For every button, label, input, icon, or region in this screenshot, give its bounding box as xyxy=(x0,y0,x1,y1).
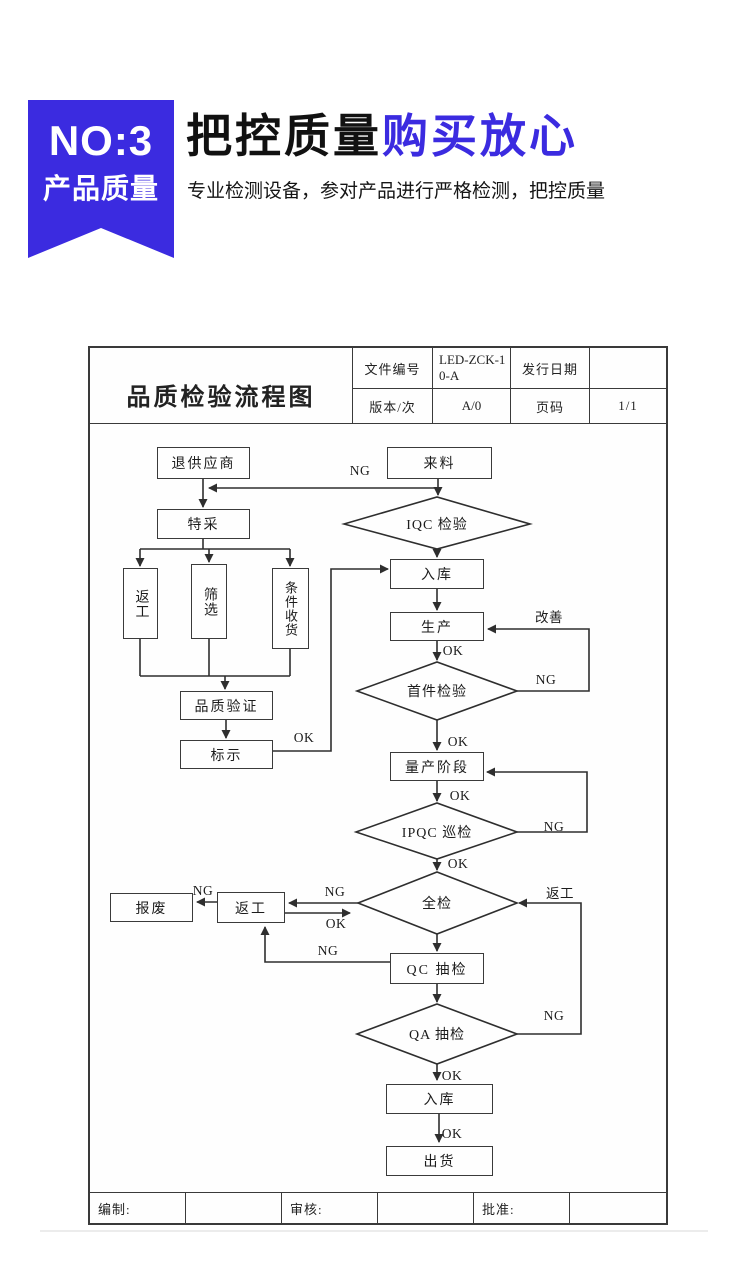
edge-label-ng-scrap: NG xyxy=(192,883,214,898)
node-rework-2: 返工 xyxy=(217,892,285,923)
qa-diamond-shape xyxy=(354,1003,520,1065)
document-title: 品质检验流程图 xyxy=(90,348,353,423)
edge-label-ok-production: OK xyxy=(442,643,464,658)
approved-value-cell xyxy=(570,1193,666,1223)
edge-label-ok-ipqc: OK xyxy=(447,856,469,871)
page-value-cell: 1/1 xyxy=(618,398,638,413)
edge-label-ng-qa: NG xyxy=(543,1008,565,1023)
version-label-cell: 版本/次 xyxy=(353,389,433,423)
flowchart-lines xyxy=(135,479,590,1143)
first-article-diamond-shape xyxy=(354,661,520,721)
issue-date-value-cell xyxy=(590,348,666,389)
label-first-article: 首件检验 xyxy=(407,685,467,700)
headline-accent: 购买放心 xyxy=(382,110,578,162)
label-ipqc: IPQC 巡检 xyxy=(401,826,473,841)
node-qc-sampling: QC 抽检 xyxy=(390,953,484,984)
edge-label-ng-first-article: NG xyxy=(535,672,557,687)
document-header-table: 品质检验流程图 文件编号 LED-ZCK-10-A 发行日期 版本/次 A/0 … xyxy=(90,348,666,424)
reviewed-label-cell: 审核: xyxy=(282,1193,378,1223)
banner-headline: 把控质量购买放心 xyxy=(186,110,578,163)
page-bottom-shadow xyxy=(40,1230,708,1232)
edge-label-ok-warehouse2: OK xyxy=(441,1126,463,1141)
node-mass-production: 量产阶段 xyxy=(390,752,484,781)
node-conditional-receipt: 条件收货 xyxy=(272,568,309,649)
node-warehouse-2: 入库 xyxy=(386,1084,493,1114)
ribbon-number: NO:3 xyxy=(48,117,154,164)
node-incoming: 来料 xyxy=(387,447,492,479)
prepared-value-cell xyxy=(186,1193,282,1223)
quality-flowchart-document: 品质检验流程图 文件编号 LED-ZCK-10-A 发行日期 版本/次 A/0 … xyxy=(88,346,668,1225)
prepared-label-cell: 编制: xyxy=(90,1193,186,1223)
edge-label-ok-marking: OK xyxy=(293,730,315,745)
node-screening: 筛选 xyxy=(191,564,227,639)
edge-marking-warehouse1 xyxy=(273,564,389,752)
edge-label-ok-full-left: OK xyxy=(325,916,347,931)
headline-black: 把控质量 xyxy=(186,110,382,162)
node-quality-verify: 品质验证 xyxy=(180,691,273,720)
issue-date-label-cell: 发行日期 xyxy=(511,348,590,389)
node-production: 生产 xyxy=(390,612,484,641)
edge-label-rework-loop: 返工 xyxy=(546,886,574,901)
ribbon-label: 产品质量 xyxy=(42,173,159,204)
label-full-inspection: 全检 xyxy=(422,897,452,912)
edge-ipqc-ng-loop xyxy=(486,767,588,833)
label-qa-sampling: QA 抽检 xyxy=(409,1028,465,1043)
edge-label-ng-qc: NG xyxy=(317,943,339,958)
node-rework-1: 返工 xyxy=(123,568,158,639)
node-marking: 标示 xyxy=(180,740,273,769)
page-label-cell: 页码 xyxy=(511,389,590,423)
connectors xyxy=(135,479,590,1143)
rank-ribbon-badge: NO:3 产品质量 xyxy=(28,100,174,258)
doc-no-label-cell: 文件编号 xyxy=(353,348,433,389)
label-iqc: IQC 检验 xyxy=(406,518,468,533)
version-value-cell: A/0 xyxy=(433,389,511,423)
decision-diamonds xyxy=(341,496,533,1065)
node-shipping: 出货 xyxy=(386,1146,493,1176)
full-inspection-diamond-shape xyxy=(355,871,520,935)
edge-improve-loop xyxy=(487,624,590,692)
edge-qa-ng-loop xyxy=(517,898,582,1035)
doc-no-value-cell: LED-ZCK-10-A xyxy=(433,348,511,389)
node-return-supplier: 退供应商 xyxy=(157,447,250,479)
banner-subtitle: 专业检测设备，参对产品进行严格检测，把控质量 xyxy=(187,181,606,202)
edge-label-ok-mass-production: OK xyxy=(449,788,471,803)
edge-label-ok-first-article: OK xyxy=(447,734,469,749)
node-special-adopt: 特采 xyxy=(157,509,250,539)
ipqc-diamond-shape xyxy=(353,802,520,860)
reviewed-value-cell xyxy=(378,1193,474,1223)
edge-label-improve: 改善 xyxy=(535,610,563,625)
document-footer-table: 编制: 审核: 批准: xyxy=(90,1192,666,1223)
edge-label-ng-incoming: NG xyxy=(349,463,371,478)
edge-label-ng-full-left: NG xyxy=(324,884,346,899)
edge-label-ok-qa: OK xyxy=(441,1068,463,1083)
edge-label-ng-ipqc: NG xyxy=(543,819,565,834)
iqc-diamond-shape xyxy=(341,496,533,550)
edge-qc-ng-rework2 xyxy=(260,926,390,963)
node-scrap: 报废 xyxy=(110,893,193,922)
flowchart-canvas: 退供应商 来料 特采 返工 筛选 条件收货 品质验证 标示 入库 生产 量产阶段… xyxy=(90,424,666,1196)
approved-label-cell: 批准: xyxy=(474,1193,570,1223)
node-warehouse-1: 入库 xyxy=(390,559,484,589)
